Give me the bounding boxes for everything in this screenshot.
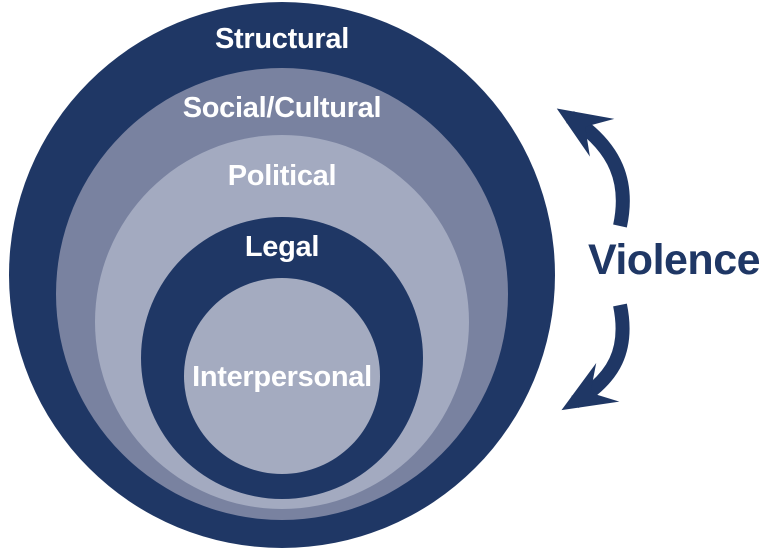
ring-label-social-cultural: Social/Cultural [183, 92, 382, 124]
violence-label: Violence [588, 236, 760, 284]
circle-interpersonal [184, 278, 380, 474]
curved-arrow-down-icon [561, 303, 630, 411]
ring-label-structural: Structural [215, 23, 349, 55]
ring-label-interpersonal: Interpersonal [192, 361, 372, 393]
ring-label-political: Political [228, 160, 337, 192]
curved-arrow-up-icon [556, 108, 630, 228]
ring-label-legal: Legal [245, 231, 319, 263]
